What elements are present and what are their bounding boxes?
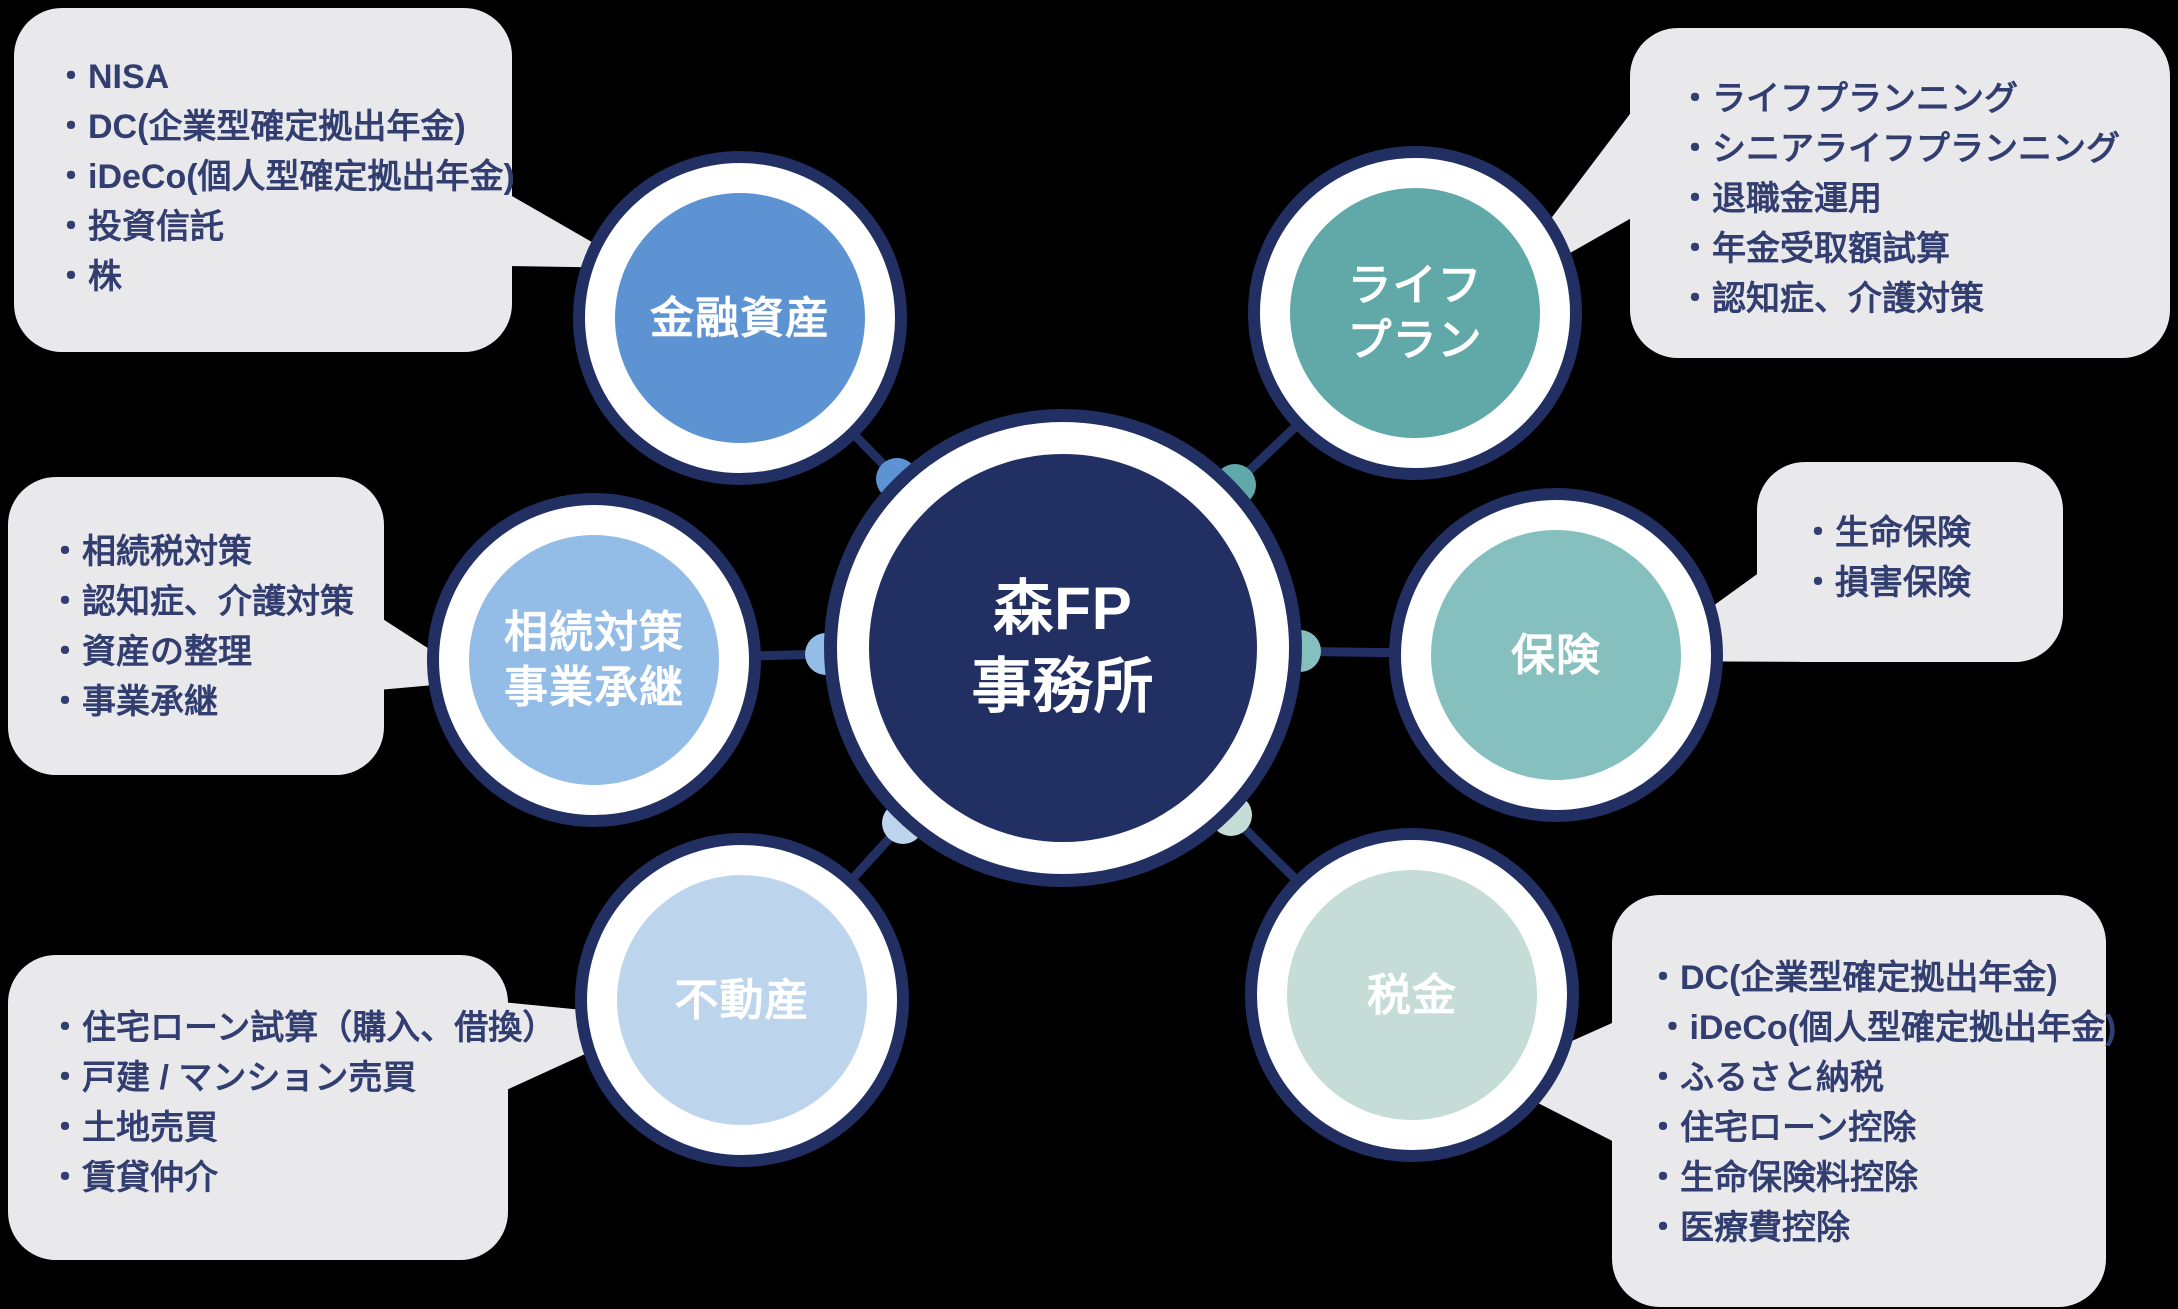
node-real-estate-fill: 不動産: [617, 875, 867, 1125]
node-financial-assets: 金融資産: [573, 151, 907, 485]
bubble-inheritance-succession: ・相続税対策 ・認知症、介護対策 ・資産の整理 ・事業承継: [8, 477, 384, 775]
node-real-estate-label: 不動産: [674, 975, 810, 1025]
node-life-plan-fill: ライフ プラン: [1290, 188, 1540, 438]
list-item: ・損害保険: [1801, 564, 1971, 602]
list-item: ・相続税対策: [48, 533, 252, 571]
list-item: ・ふるさと納税: [1646, 1059, 1884, 1097]
bubble-real-estate: ・住宅ローン試算（購入、借換） ・戸建 / マンション売買 ・土地売買 ・賃貸仲…: [8, 955, 557, 1260]
node-insurance: 保険: [1389, 488, 1723, 822]
hub-node-fill: 森FP 事務所: [869, 454, 1257, 842]
node-real-estate: 不動産: [575, 833, 909, 1167]
list-item: ・資産の整理: [48, 633, 252, 671]
list-item: ・DC(企業型確定拠出年金): [1646, 959, 2058, 997]
list-item: ・生命保険料控除: [1646, 1159, 1918, 1197]
list-item: ・iDeCo(個人型確定拠出年金): [54, 158, 515, 196]
list-item: ・認知症、介護対策: [48, 583, 354, 621]
list-item: ・ライフプランニング: [1678, 80, 2018, 118]
bubble-tax: ・DC(企業型確定拠出年金) ・iDeCo(個人型確定拠出年金) ・ふるさと納税…: [1612, 895, 2117, 1307]
list-item: ・退職金運用: [1678, 180, 1882, 218]
list-item: ・シニアライフプランニング: [1678, 130, 2120, 168]
node-life-plan: ライフ プラン: [1248, 146, 1582, 480]
hub-node-label: 森FP 事務所: [971, 575, 1155, 720]
list-item: ・土地売買: [48, 1109, 218, 1147]
node-financial-assets-label: 金融資産: [650, 293, 830, 343]
bubble-tail-tax: [1489, 1015, 1630, 1150]
list-item: ・住宅ローン控除: [1646, 1109, 1917, 1147]
bubble-insurance: ・生命保険 ・損害保険: [1757, 462, 2063, 662]
list-item: ・年金受取額試算: [1678, 230, 1950, 268]
list-item: ・戸建 / マンション売買: [48, 1059, 417, 1097]
list-item: ・生命保険: [1801, 514, 1971, 552]
node-tax-fill: 税金: [1287, 870, 1537, 1120]
bubble-financial-assets: ・NISA ・DC(企業型確定拠出年金) ・iDeCo(個人型確定拠出年金) ・…: [14, 8, 515, 352]
node-tax-label: 税金: [1367, 970, 1457, 1020]
node-financial-assets-fill: 金融資産: [615, 193, 865, 443]
list-item: ・投資信託: [54, 208, 224, 246]
list-item: ・NISA: [54, 58, 170, 96]
list-item: ・DC(企業型確定拠出年金): [54, 108, 466, 146]
node-tax: 税金: [1245, 828, 1579, 1162]
list-item: ・株: [54, 258, 122, 296]
bubble-life-plan: ・ライフプランニング ・シニアライフプランニング ・退職金運用 ・年金受取額試算…: [1630, 28, 2170, 358]
list-item: ・事業承継: [48, 683, 218, 721]
list-item: ・医療費控除: [1646, 1209, 1850, 1247]
node-inheritance-succession-fill: 相続対策 事業承継: [469, 535, 719, 785]
list-item: ・iDeCo(個人型確定拠出年金): [1646, 1009, 2117, 1047]
list-item: ・賃貸仲介: [48, 1159, 218, 1197]
node-insurance-label: 保険: [1511, 630, 1601, 680]
node-inheritance-succession-label: 相続対策 事業承継: [504, 608, 684, 712]
node-life-plan-label: ライフ プラン: [1347, 261, 1483, 365]
hub-node-mori-fp-office: 森FP 事務所: [824, 409, 1302, 887]
list-item: ・住宅ローン試算（購入、借換）: [48, 1009, 557, 1047]
node-inheritance-succession: 相続対策 事業承継: [427, 493, 761, 827]
node-insurance-fill: 保険: [1431, 530, 1681, 780]
list-item: ・認知症、介護対策: [1678, 280, 1984, 318]
